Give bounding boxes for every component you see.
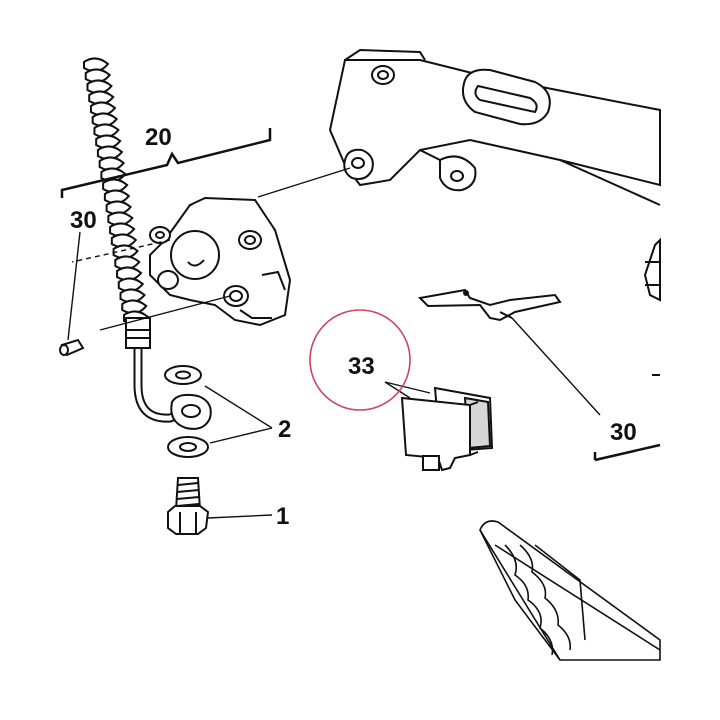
callout-30-left: 30 <box>70 207 97 234</box>
assembly-bracket-30 <box>594 443 661 462</box>
callout-labels: 20 30 33 2 1 30 <box>70 124 637 530</box>
brake-pads <box>400 386 494 472</box>
bolt <box>167 477 210 535</box>
brake-pad-front <box>400 396 471 472</box>
washers <box>164 365 209 458</box>
bolt-head <box>167 505 210 535</box>
hose-ferrule <box>125 317 151 349</box>
assembly-brackets <box>60 128 661 462</box>
callout-1: 1 <box>276 503 289 530</box>
brake-pad-tab <box>422 455 440 471</box>
callout-2: 2 <box>278 416 291 443</box>
brake-caliper <box>149 196 292 327</box>
callout-20: 20 <box>145 124 172 151</box>
hose-coil-spring <box>83 57 150 326</box>
spring-clip <box>417 288 562 322</box>
highlight-circle <box>309 309 411 411</box>
callout-33: 33 <box>348 353 375 380</box>
assembly-bracket-20 <box>60 128 272 198</box>
callout-30-right: 30 <box>610 419 637 446</box>
caliper-piston <box>170 230 220 280</box>
caliper-inlet-boss <box>157 270 179 290</box>
edge-part-right <box>643 237 661 376</box>
brake-hose <box>83 57 212 430</box>
handle-lever <box>479 520 661 661</box>
caliper-bracket <box>328 48 661 206</box>
leader-lines <box>67 167 601 519</box>
mounting-pin <box>59 338 85 357</box>
